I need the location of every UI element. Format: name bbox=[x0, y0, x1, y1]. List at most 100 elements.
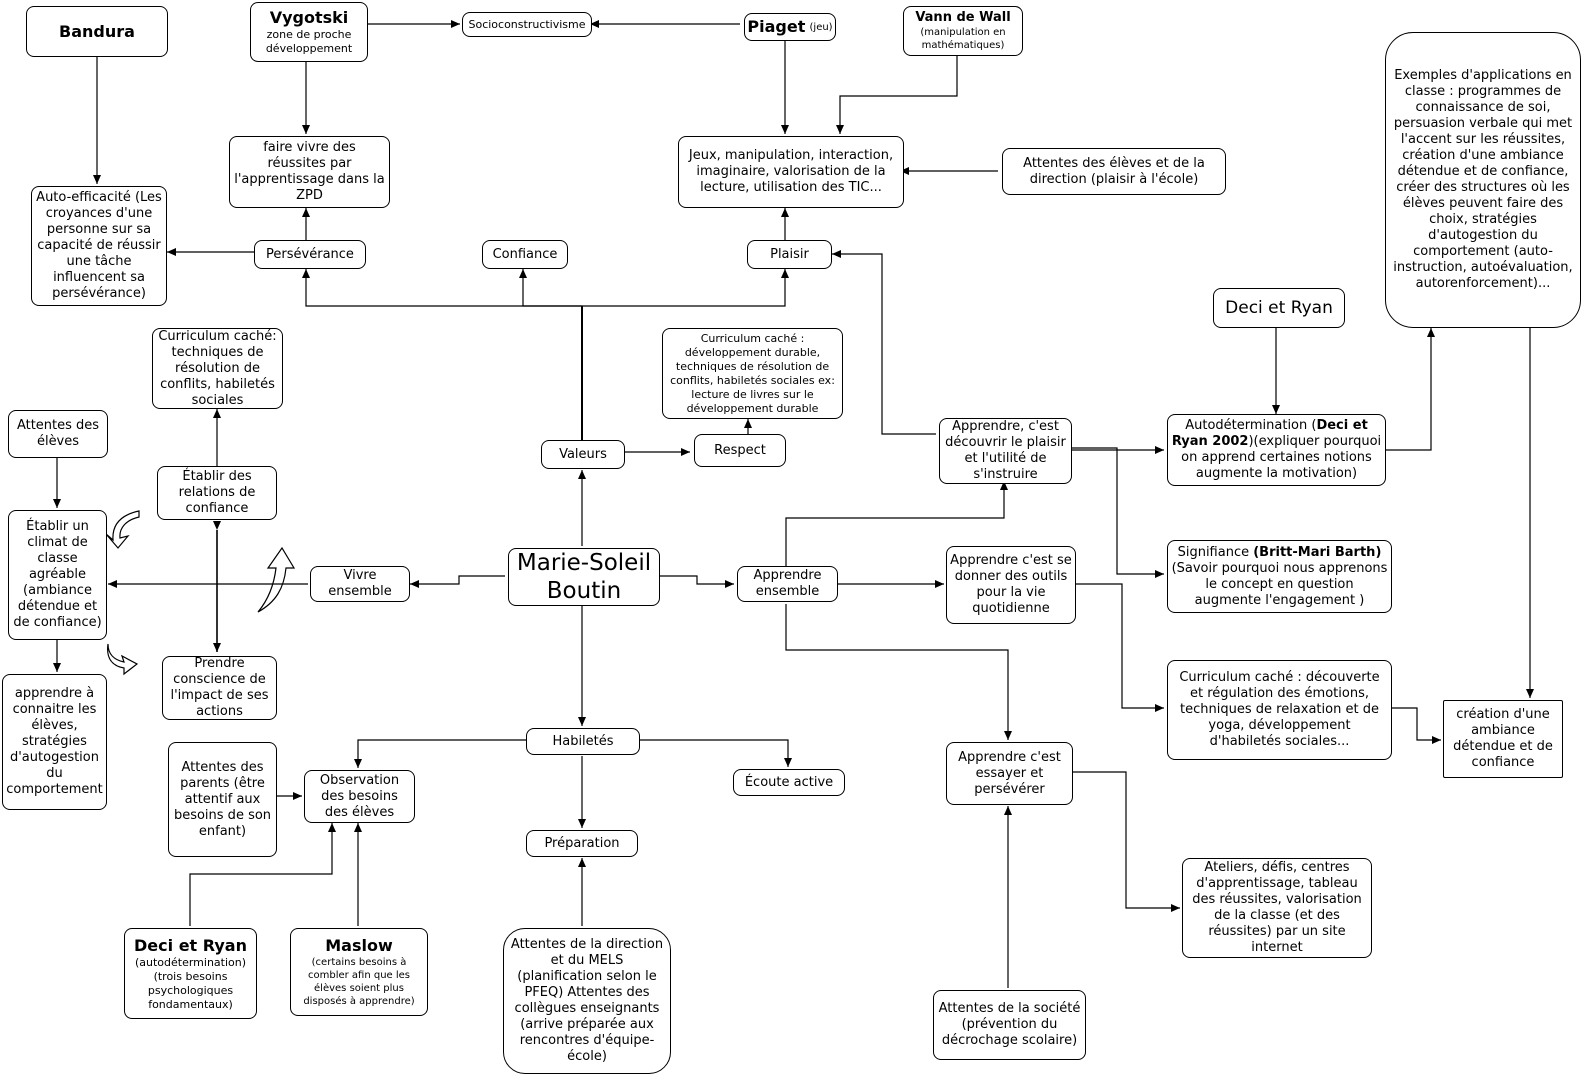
node-vann-de-wall[interactable]: Vann de Wall (manipulation en mathématiq… bbox=[903, 6, 1023, 56]
curved-arrow-up-icon bbox=[257, 546, 296, 613]
node-sublabel: (certains besoins à combler afin que les… bbox=[303, 957, 415, 1007]
label-bold: (Britt-Mari Barth) bbox=[1253, 544, 1382, 560]
edge-habiletes-ecoute bbox=[639, 739, 792, 767]
node-label: apprendre à connaitre les élèves, straté… bbox=[6, 686, 103, 797]
edge-curriculumright-creation bbox=[1392, 707, 1441, 744]
node-label: Curriculum caché: techniques de résoluti… bbox=[158, 328, 277, 408]
node-label: Autodétermination (Deci et Ryan 2002)(ex… bbox=[1171, 418, 1382, 482]
node-apprendre-ensemble[interactable]: Apprendre ensemble bbox=[737, 566, 838, 602]
node-valeurs[interactable]: Valeurs bbox=[541, 440, 625, 469]
node-label: Établir des relations de confiance bbox=[178, 469, 256, 516]
node-apprendre-plaisir[interactable]: Apprendre, c'est découvrir le plaisir et… bbox=[939, 418, 1072, 484]
node-label: Vygotski bbox=[269, 8, 349, 27]
node-label: Marie-Soleil Boutin bbox=[516, 550, 652, 604]
node-etablir-climat[interactable]: Établir un climat de classe agréable (am… bbox=[8, 510, 107, 640]
node-ecoute-active[interactable]: Écoute active bbox=[733, 769, 845, 796]
curved-arrow-down-icon bbox=[107, 643, 139, 676]
node-label: Persévérance bbox=[266, 246, 354, 262]
node-deci-ryan-top[interactable]: Deci et Ryan bbox=[1213, 288, 1345, 328]
node-attentes-parents[interactable]: Attentes des parents (être attentif aux … bbox=[168, 742, 277, 857]
node-curriculum-cache-mid[interactable]: Curriculum caché : développement durable… bbox=[662, 328, 843, 419]
label-part: Signifiance bbox=[1177, 544, 1254, 560]
node-label: Plaisir bbox=[770, 246, 809, 262]
node-prendre-conscience[interactable]: Prendre conscience de l'impact de ses ac… bbox=[162, 656, 277, 720]
node-label: Deci et Ryan bbox=[1225, 298, 1333, 318]
node-perseverance[interactable]: Persévérance bbox=[254, 240, 366, 269]
node-label: faire vivre des réussites par l'apprenti… bbox=[234, 140, 385, 203]
node-label: création d'une ambiance détendue et de c… bbox=[1453, 707, 1553, 770]
edge-outils-curriculumright bbox=[1075, 583, 1164, 712]
node-attentes-societe[interactable]: Attentes de la société (prévention du dé… bbox=[933, 990, 1086, 1060]
node-label: Socioconstructivisme bbox=[468, 17, 586, 31]
node-label: Exemples d'applications en classe : prog… bbox=[1393, 68, 1573, 291]
node-autodetermination[interactable]: Autodétermination (Deci et Ryan 2002)(ex… bbox=[1167, 414, 1386, 486]
node-label: Ateliers, défis, centres d'apprentissage… bbox=[1192, 860, 1362, 955]
node-respect[interactable]: Respect bbox=[694, 434, 786, 467]
edge-essayer-ateliers bbox=[1073, 771, 1180, 912]
node-etablir-relations[interactable]: Établir des relations de confiance bbox=[157, 466, 277, 520]
node-observation-besoins[interactable]: Observation des besoins des élèves bbox=[304, 770, 415, 823]
node-label: Établir un climat de classe agréable (am… bbox=[13, 519, 102, 630]
label-part: Autodétermination ( bbox=[1185, 418, 1317, 433]
node-label: Confiance bbox=[492, 246, 558, 262]
node-label: Attentes de la société (prévention du dé… bbox=[938, 1001, 1081, 1048]
node-label: Attentes des élèves bbox=[16, 418, 100, 449]
node-label: Attentes des élèves et de la direction (… bbox=[1023, 155, 1205, 187]
node-curriculum-cache-left[interactable]: Curriculum caché: techniques de résoluti… bbox=[152, 328, 283, 409]
node-sublabel: (autodétermination) (trois besoins psych… bbox=[134, 955, 247, 1011]
label-bold: Deci et Ryan 2002 bbox=[1171, 418, 1368, 449]
node-sublabel: zone de proche développement bbox=[265, 28, 353, 55]
node-plaisir[interactable]: Plaisir bbox=[747, 240, 832, 269]
node-center[interactable]: Marie-Soleil Boutin bbox=[508, 548, 660, 606]
node-label: Prendre conscience de l'impact de ses ac… bbox=[170, 656, 269, 719]
edge-apprendreens-essayer bbox=[785, 604, 1012, 740]
node-creation-ambiance[interactable]: création d'une ambiance détendue et de c… bbox=[1443, 700, 1563, 778]
node-outils-vie[interactable]: Apprendre c'est se donner des outils pou… bbox=[946, 546, 1076, 624]
node-label: Auto-efficacité (Les croyances d'une per… bbox=[36, 190, 162, 301]
node-confiance[interactable]: Confiance bbox=[482, 240, 568, 269]
node-piaget[interactable]: Piaget (jeu) bbox=[744, 13, 836, 41]
node-ateliers[interactable]: Ateliers, défis, centres d'apprentissage… bbox=[1182, 858, 1372, 958]
node-label: Observation des besoins des élèves bbox=[319, 772, 400, 820]
edge-trunk-plaisir bbox=[582, 269, 789, 307]
node-apprendre-connaitre[interactable]: apprendre à connaitre les élèves, straté… bbox=[2, 674, 107, 810]
node-auto-efficacite[interactable]: Auto-efficacité (Les croyances d'une per… bbox=[31, 186, 167, 306]
edge-center-apprendreens bbox=[660, 575, 734, 588]
node-exemples-applications[interactable]: Exemples d'applications en classe : prog… bbox=[1385, 32, 1581, 328]
node-label: Deci et Ryan bbox=[134, 935, 247, 955]
node-label: Apprendre c'est essayer et persévérer bbox=[958, 749, 1061, 797]
node-vivre-ensemble[interactable]: Vivre ensemble bbox=[310, 566, 410, 602]
node-preparation[interactable]: Préparation bbox=[526, 830, 638, 857]
node-faire-vivre[interactable]: faire vivre des réussites par l'apprenti… bbox=[229, 136, 390, 208]
node-label: Attentes de la direction et du MELS (pla… bbox=[510, 937, 664, 1064]
node-maslow[interactable]: Maslow (certains besoins à combler afin … bbox=[290, 928, 428, 1016]
node-attentes-eleves-plaisir[interactable]: Attentes des élèves et de la direction (… bbox=[1002, 148, 1226, 195]
node-label: Maslow bbox=[325, 936, 393, 955]
node-label: Attentes des parents (être attentif aux … bbox=[173, 759, 272, 839]
node-attentes-eleves-left[interactable]: Attentes des élèves bbox=[8, 410, 108, 458]
node-label: Habiletés bbox=[552, 733, 614, 749]
node-label: Vann de Wall bbox=[915, 10, 1011, 25]
node-label: Jeux, manipulation, interaction, imagina… bbox=[688, 148, 894, 195]
node-jeux-manipulation[interactable]: Jeux, manipulation, interaction, imagina… bbox=[678, 136, 904, 208]
node-label: Vivre ensemble bbox=[328, 568, 392, 599]
node-signifiance[interactable]: Signifiance (Britt-Mari Barth) (Savoir p… bbox=[1167, 540, 1392, 613]
node-curriculum-cache-right[interactable]: Curriculum caché : découverte et régulat… bbox=[1167, 660, 1392, 760]
node-essayer-perseverer[interactable]: Apprendre c'est essayer et persévérer bbox=[946, 742, 1073, 805]
node-label: Préparation bbox=[544, 835, 620, 851]
curved-arrow-icon bbox=[105, 510, 140, 549]
node-attentes-direction[interactable]: Attentes de la direction et du MELS (pla… bbox=[503, 928, 671, 1074]
node-label: Apprendre, c'est découvrir le plaisir et… bbox=[945, 419, 1066, 482]
node-label: Bandura bbox=[59, 21, 135, 41]
node-label: Piaget bbox=[747, 17, 806, 36]
node-label: Curriculum caché : découverte et régulat… bbox=[1179, 670, 1380, 749]
node-deci-ryan-bottom[interactable]: Deci et Ryan (autodétermination) (trois … bbox=[124, 928, 257, 1019]
node-habiletes[interactable]: Habiletés bbox=[526, 728, 640, 755]
node-socioconstructivisme[interactable]: Socioconstructivisme bbox=[462, 12, 592, 37]
node-label: Signifiance (Britt-Mari Barth) (Savoir p… bbox=[1171, 545, 1388, 609]
node-bandura[interactable]: Bandura bbox=[26, 6, 168, 57]
node-label: Curriculum caché : développement durable… bbox=[670, 331, 835, 415]
edge-decibot-observation bbox=[189, 823, 336, 926]
node-vygotski[interactable]: Vygotski zone de proche développement bbox=[250, 2, 368, 62]
edge-center-vivre bbox=[410, 575, 505, 588]
